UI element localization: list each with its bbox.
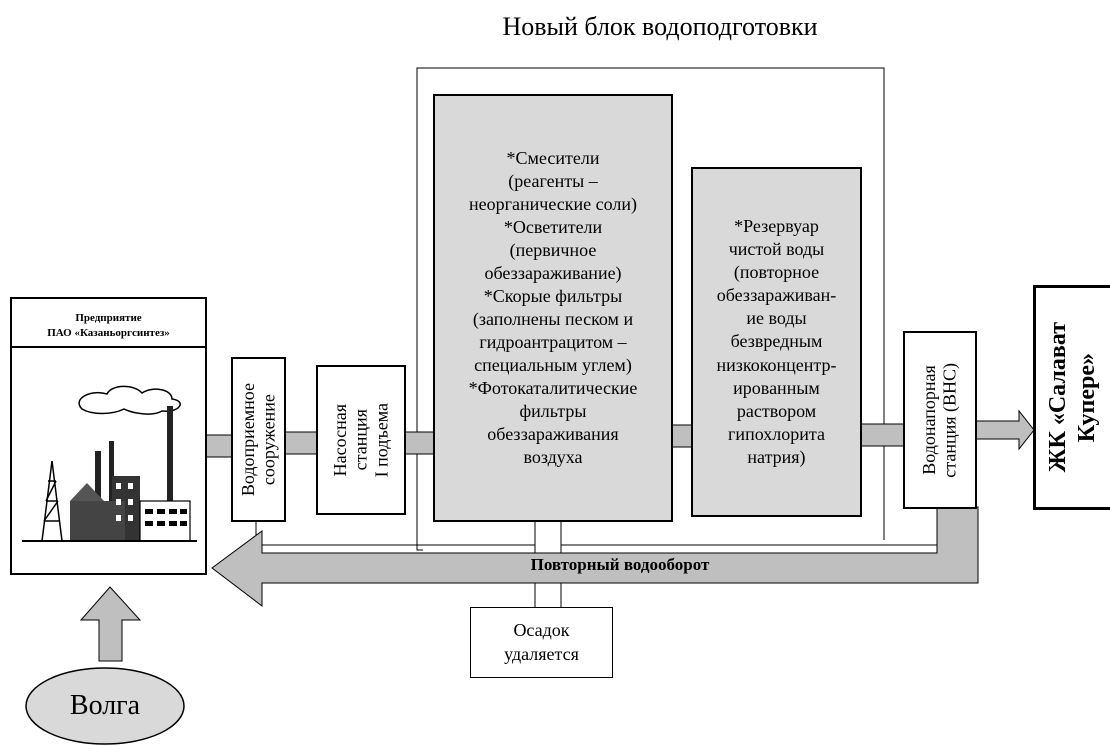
sediment-label-line1: Осадок	[513, 620, 570, 641]
diagram-title: Новый блок водоподготовки	[502, 12, 818, 41]
connector-enterprise-intake	[205, 434, 233, 458]
connector-treatment-reservoir	[671, 424, 693, 448]
intake-label-line2: сооружение	[258, 394, 279, 485]
factory-illustration	[22, 385, 197, 542]
intake-box: Водоприемное сооружение	[231, 357, 286, 522]
enterprise-label-line1: Предприятие	[75, 312, 142, 324]
reservoir-box: *Резервуар чистой воды (повторное обезза…	[691, 167, 862, 517]
pressure-station-label-line2: станция (ВНС)	[940, 362, 960, 478]
sediment-label-line2: удаляется	[504, 643, 579, 664]
recirculation-label: Повторный водооборот	[530, 555, 710, 574]
volga-label: Волга	[69, 690, 141, 721]
sediment-box: Осадок удаляется	[470, 607, 613, 678]
recirculation-arrow	[211, 506, 979, 608]
arrow-up-from-volga	[79, 586, 142, 662]
pump-station-box: Насосная станция I подъема	[316, 365, 406, 515]
pump-station-label-line3: I подъема	[371, 402, 392, 478]
new-block-frame	[416, 67, 885, 551]
residential-box: ЖК «Салават Купере»	[1033, 285, 1110, 510]
arrow-to-residential	[974, 409, 1035, 451]
pump-station-label-line2: станция	[350, 409, 371, 471]
volga-ellipse	[25, 667, 185, 745]
connector-reservoir-pressure	[860, 423, 905, 447]
pressure-station-box: Водонапорная станция (ВНС)	[903, 331, 977, 509]
treatment-block-box: *Смесители (реагенты – неорганические со…	[433, 94, 673, 522]
pressure-station-label: Водонапорная станция (ВНС)	[919, 363, 960, 478]
smoke-icon	[78, 385, 181, 415]
residential-label-line1: ЖК «Салават	[1045, 322, 1072, 473]
pump-station-label: Насосная станция I подъема	[330, 403, 392, 477]
connector-intake-pump	[284, 431, 318, 455]
intake-label-line1: Водоприемное	[237, 382, 258, 497]
pump-station-label-line1: Насосная	[329, 403, 350, 477]
residential-label: ЖК «Салават Купере»	[1044, 322, 1102, 472]
pressure-station-label-line1: Водонапорная	[919, 365, 940, 475]
enterprise-label-line2: ПАО «Казаньоргсинтез»	[47, 326, 170, 339]
connector-pump-treatment	[404, 431, 435, 455]
oil-derrick-icon	[41, 460, 63, 542]
enterprise-box: Предприятие ПАО «Казаньоргсинтез»	[10, 297, 207, 575]
enterprise-label-frame: Предприятие ПАО «Казаньоргсинтез»	[10, 297, 207, 348]
residential-label-line2: Купере»	[1074, 352, 1100, 443]
intake-label: Водоприемное сооружение	[238, 383, 279, 496]
